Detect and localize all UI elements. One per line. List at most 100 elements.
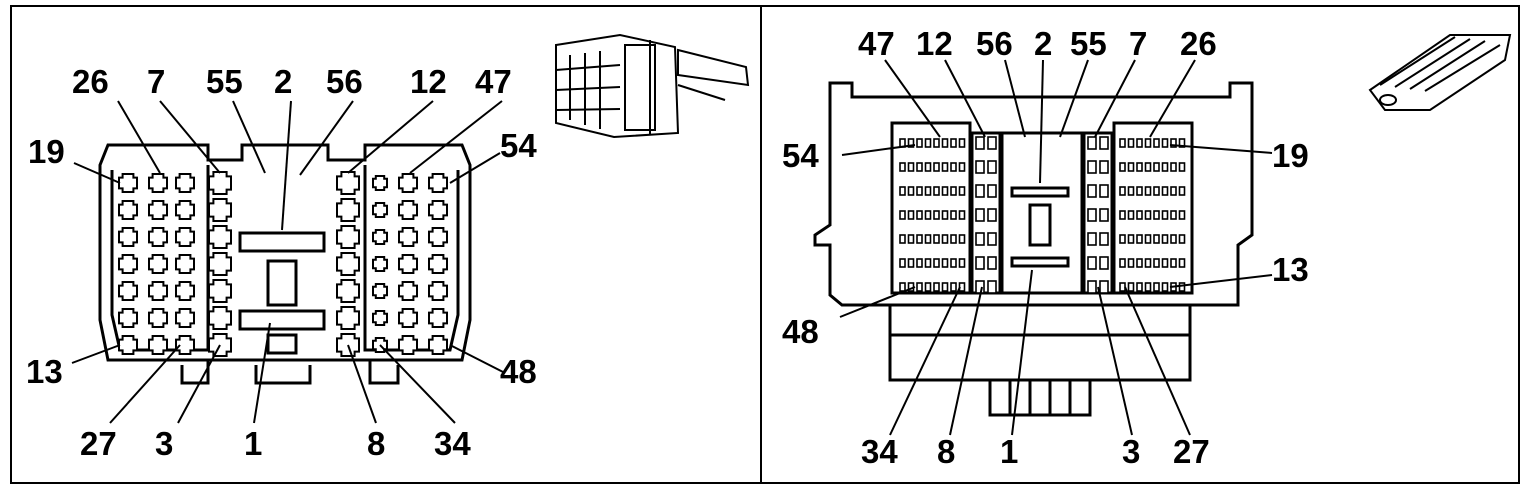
pin-cavity — [118, 200, 138, 220]
pin-cavity — [1161, 258, 1169, 268]
pin-cavity — [950, 186, 957, 196]
pin-cavity — [941, 258, 949, 268]
pin-cavity — [950, 138, 957, 148]
pin-cavity — [987, 184, 997, 198]
pin-cavity — [950, 234, 957, 244]
pin-cavity — [987, 136, 997, 150]
pin-cavity — [1136, 258, 1143, 268]
pin-cavity — [950, 258, 957, 268]
pin-cavity — [1170, 186, 1177, 196]
pin-cavity — [1153, 186, 1160, 196]
pin-cavity — [398, 281, 418, 301]
pin-cavity — [1144, 258, 1152, 268]
pin-cavity — [975, 280, 985, 294]
pin-cavity — [941, 234, 949, 244]
pin-label: 1 — [244, 425, 262, 462]
pin-cavity — [933, 282, 940, 292]
pin-cavity — [1087, 184, 1097, 198]
pin-label: 7 — [147, 63, 165, 100]
pin-cavity — [428, 308, 448, 328]
pin-cavity — [1161, 234, 1169, 244]
pin-cavity — [899, 282, 906, 292]
pin-cavity — [1144, 186, 1152, 196]
pin-cavity — [950, 282, 957, 292]
pin-cavity — [175, 308, 195, 328]
pin-cavity — [916, 210, 923, 220]
pin-cavity — [336, 171, 360, 195]
pin-cavity — [175, 335, 195, 355]
pin-cavity — [175, 173, 195, 193]
pin-label: 2 — [1034, 25, 1052, 62]
pin-cavity — [336, 198, 360, 222]
pin-cavity — [987, 232, 997, 246]
pin-cavity — [987, 256, 997, 270]
pin-cavity — [148, 308, 168, 328]
pin-cavity — [916, 162, 923, 172]
pin-cavity — [975, 184, 985, 198]
pin-cavity — [148, 173, 168, 193]
pin-cavity — [933, 138, 940, 148]
pin-cavity — [428, 200, 448, 220]
pin-cavity — [916, 186, 923, 196]
pin-label: 56 — [326, 63, 363, 100]
pin-cavity — [1127, 258, 1135, 268]
pin-cavity — [208, 171, 232, 195]
pin-cavity — [398, 200, 418, 220]
pin-cavity — [1178, 282, 1186, 292]
harness-side-view: 47 12 56 2 55 7 26 54 19 13 48 34 8 1 3 … — [782, 25, 1512, 470]
pin-label: 55 — [1070, 25, 1107, 62]
pin-cavity — [1153, 234, 1160, 244]
pin-cavity — [987, 160, 997, 174]
leader-lines-harness — [839, 59, 1273, 436]
pin-cavity — [118, 308, 138, 328]
pin-cavity — [1127, 234, 1135, 244]
pin-cavity — [175, 200, 195, 220]
connector-pinout-diagram: 26 7 55 2 56 12 47 19 54 13 48 27 3 1 8 … — [10, 5, 1520, 484]
pin-cavity — [1144, 138, 1152, 148]
pin-cavity — [208, 198, 232, 222]
pin-cavity — [924, 234, 932, 244]
pin-cavity — [208, 279, 232, 303]
pin-cavity — [899, 210, 906, 220]
pin-cavity — [950, 210, 957, 220]
pin-cavity — [398, 173, 418, 193]
pin-label: 13 — [26, 353, 63, 390]
pin-cavity — [148, 254, 168, 274]
pin-cavity — [1144, 282, 1152, 292]
pin-cavity — [924, 210, 932, 220]
pin-cavity — [1099, 160, 1109, 174]
pin-cavity — [1153, 210, 1160, 220]
pin-cavity — [336, 252, 360, 276]
pin-cavity — [1144, 234, 1152, 244]
pin-cavity — [1136, 234, 1143, 244]
pin-cavity — [1153, 138, 1160, 148]
pin-cavity — [1170, 138, 1177, 148]
pin-cavity — [1178, 234, 1186, 244]
pin-cavity — [924, 282, 932, 292]
pin-label: 26 — [72, 63, 109, 100]
pin-cavity — [208, 225, 232, 249]
pin-cavity — [336, 306, 360, 330]
pin-cavity — [118, 281, 138, 301]
pin-cavity — [1099, 256, 1109, 270]
pin-cavity — [987, 280, 997, 294]
pin-cavity — [428, 281, 448, 301]
pin-cavity — [148, 200, 168, 220]
pin-cavity — [975, 232, 985, 246]
pin-cavity — [975, 208, 985, 222]
pin-cavity — [1178, 186, 1186, 196]
pin-label: 27 — [1173, 433, 1210, 470]
pin-cavity — [372, 175, 388, 191]
pin-cavity — [1136, 138, 1143, 148]
pin-cavity — [1170, 162, 1177, 172]
pin-cavity — [1161, 210, 1169, 220]
pin-cavity — [933, 186, 940, 196]
pin-cavity — [907, 258, 915, 268]
pin-label: 3 — [155, 425, 173, 462]
pin-cavity — [1161, 162, 1169, 172]
pin-cavity — [958, 282, 966, 292]
pin-cavity — [1136, 162, 1143, 172]
pin-cavity — [899, 258, 906, 268]
pin-cavity — [941, 210, 949, 220]
pin-label: 55 — [206, 63, 243, 100]
